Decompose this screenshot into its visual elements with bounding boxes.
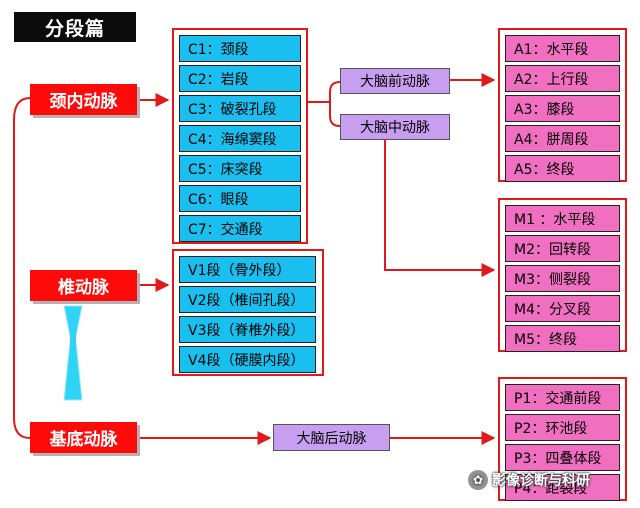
fork-bracket [329,81,341,127]
p-segment-item: P1：交通前段 [505,384,620,411]
v-segment-item: V2段（椎间孔段） [179,286,316,313]
c-segment-item: C3：破裂孔段 [179,95,301,122]
m-segment-item: M3：侧裂段 [505,265,620,292]
p-segments-frame: P1：交通前段 P2：环池段 P3：四叠体段 P4：距裂段 [498,377,627,501]
a-segments-frame: A1：水平段 A2：上行段 A3：膝段 A4：胼周段 A5：终段 [498,28,627,182]
c-segment-item: C6：眼段 [179,185,301,212]
mca-box: 大脑中动脉 [340,114,450,140]
c-segment-item: C5：床突段 [179,155,301,182]
a-segment-item: A5：终段 [505,155,620,182]
arrow-mca-to-m [384,140,496,277]
a-segment-item: A1：水平段 [505,35,620,62]
c-segments-frame: C1：颈段 C2：岩段 C3：破裂孔段 C4：海绵窦段 C5：床突段 C6：眼段… [172,28,308,244]
m-segment-item: M5：终段 [505,325,620,352]
v-segments-frame: V1段（骨外段） V2段（椎间孔段） V3段（脊椎外段） V4段（硬膜内段） [172,249,324,376]
a-segment-item: A3：膝段 [505,95,620,122]
p-segment-item: P3：四叠体段 [505,444,620,471]
m-segments-frame: M1 ：水平段 M2：回转段 M3：侧裂段 M4：分叉段 M5：终段 [498,198,627,352]
left-bracket-line [13,97,31,439]
ba-label: 基底动脉 [30,422,137,453]
wechat-icon: ✿ [468,470,488,490]
a-segment-item: A2：上行段 [505,65,620,92]
m-segment-item: M4：分叉段 [505,295,620,322]
c-segment-item: C7：交通段 [179,215,301,242]
c-segment-item: C1：颈段 [179,35,301,62]
page-title: 分段篇 [14,12,136,42]
va-ba-connector [63,305,83,401]
aca-box: 大脑前动脉 [340,68,450,94]
p-segment-item: P2：环池段 [505,414,620,441]
v-segment-item: V4段（硬膜内段） [179,346,316,373]
watermark: ✿ 影像诊断与科研 [468,466,640,494]
m-segment-item: M2：回转段 [505,235,620,262]
v-segment-item: V3段（脊椎外段） [179,316,316,343]
v-segment-item: V1段（骨外段） [179,256,316,283]
p-segment-item: P4：距裂段 [505,474,620,501]
c-segment-item: C2：岩段 [179,65,301,92]
a-segment-item: A4：胼周段 [505,125,620,152]
watermark-text: 影像诊断与科研 [492,473,590,489]
ica-label: 颈内动脉 [30,84,137,115]
pca-box: 大脑后动脉 [273,424,390,451]
va-label: 椎动脉 [30,270,137,301]
m-segment-item: M1 ：水平段 [505,205,620,232]
c-segment-item: C4：海绵窦段 [179,125,301,152]
